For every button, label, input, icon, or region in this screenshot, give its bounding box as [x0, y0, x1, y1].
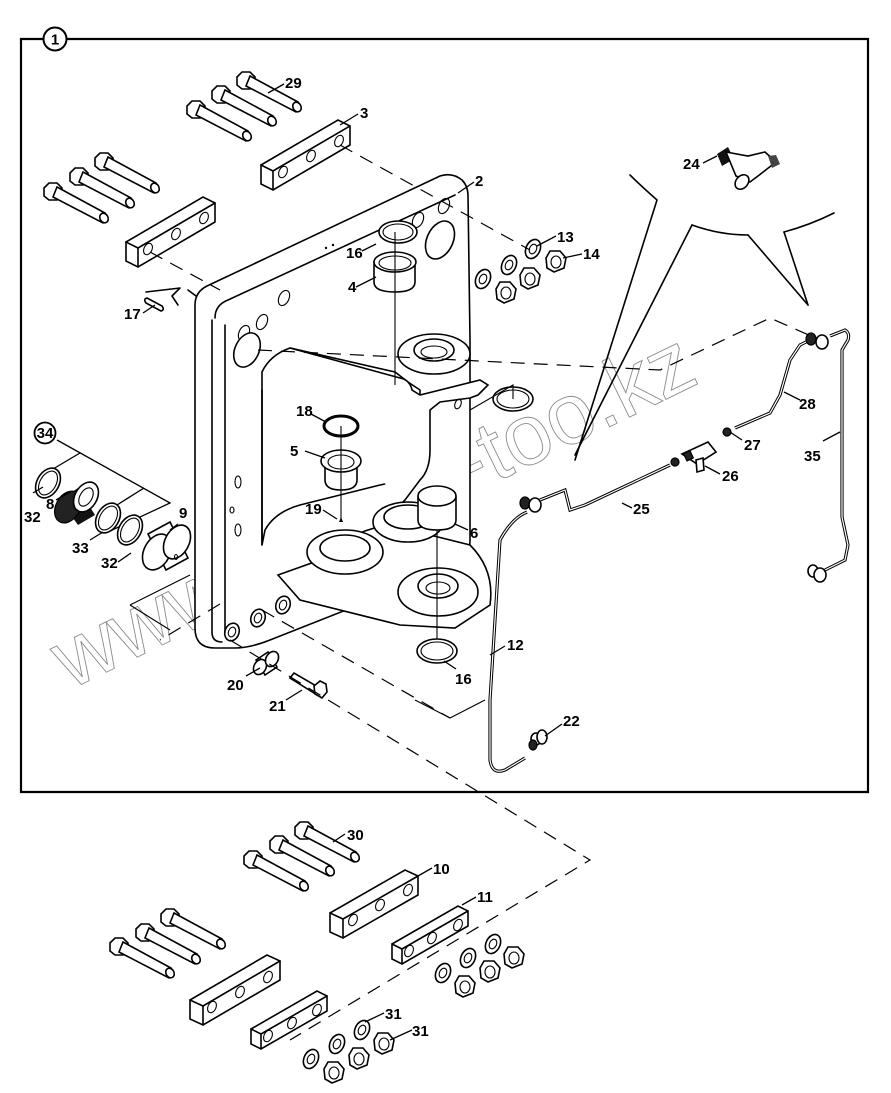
- callout-15: 14: [583, 246, 600, 263]
- callout-17: 17: [124, 306, 141, 323]
- callout-33: 33: [72, 540, 89, 557]
- callout-8: 8: [46, 496, 54, 513]
- ring-b: [116, 514, 144, 546]
- group-callout: 1: [51, 32, 59, 49]
- callout-16-lower: 16: [455, 671, 472, 688]
- callout-20: 20: [227, 677, 244, 694]
- washers-nuts-lower-left: [302, 1019, 395, 1084]
- callout-26: 26: [722, 468, 739, 485]
- callout-27: 27: [744, 437, 761, 454]
- group-frame: 1: [19, 26, 870, 794]
- clamp-plate-upper: [260, 119, 351, 191]
- callout-29: 30: [347, 827, 364, 844]
- callout-9: 9: [179, 505, 187, 522]
- callout-3: 3: [360, 105, 368, 122]
- cap-screws-lower-left: [109, 908, 227, 979]
- seal-ring-right: [469, 384, 534, 412]
- svg-text:34: 34: [37, 425, 54, 442]
- seal-ring-upper: [378, 220, 418, 385]
- roll-pin: [143, 287, 197, 312]
- cap-screws-lower-right: [243, 821, 361, 892]
- callout-32-b: 32: [101, 555, 118, 572]
- ring-a: [34, 467, 62, 499]
- grease-fitting: [339, 517, 343, 522]
- clamp-plate-lower-b: [391, 905, 469, 965]
- clamp-plate-lower-a: [329, 869, 419, 939]
- callout-31: 31: [412, 1023, 429, 1040]
- callout-28: 28: [799, 396, 816, 413]
- callout-13: 29: [285, 75, 302, 92]
- seal-pack: [53, 481, 100, 525]
- washers-nuts-lower-right: [434, 933, 525, 998]
- callout-6: 6: [470, 525, 478, 542]
- callout-21: 21: [269, 698, 286, 715]
- callout-30: 31: [385, 1006, 402, 1023]
- washers-nuts-upper: [474, 238, 567, 304]
- clamp-plate-lower-c: [189, 954, 281, 1026]
- pin-cap: [141, 520, 192, 572]
- ring-spacer: [94, 502, 122, 534]
- spacer: [252, 650, 280, 677]
- clamp-plate-upper-left: [125, 196, 216, 268]
- callout-10: 12: [507, 637, 524, 654]
- callout-25: 25: [633, 501, 650, 518]
- clamp-plate-lower-d: [250, 990, 328, 1050]
- bushing-center: [320, 426, 362, 522]
- callout-32-a: 32: [24, 509, 41, 526]
- cap-screws-upper-left: [43, 152, 161, 224]
- callout-16-upper: 16: [346, 245, 363, 262]
- callout-35: 35: [804, 448, 821, 465]
- leader-lines: [32, 83, 841, 1041]
- callout-18: 18: [296, 403, 313, 420]
- cap-screws-upper-right: [186, 71, 303, 142]
- detail-pointer: [574, 174, 835, 461]
- callout-19: 19: [305, 501, 322, 518]
- callout-24: 24: [683, 156, 700, 173]
- tee-fitting: [680, 441, 718, 474]
- callout-4: 4: [348, 279, 357, 296]
- lube-lines: [488, 328, 851, 773]
- callout-2: 2: [475, 173, 483, 190]
- seal-ring-lower: [416, 638, 458, 664]
- tee-fitting-detail: [717, 147, 780, 191]
- bracket-frame: [194, 173, 492, 649]
- callout-5: 5: [290, 443, 298, 460]
- callout-11: 10: [433, 861, 450, 878]
- callout-14: 13: [557, 229, 574, 246]
- callout-22: 22: [563, 713, 580, 730]
- callout-12: 11: [477, 889, 493, 906]
- callout-labels: 29 3 2 13 14 16 4 17 18 5 19 6 12 16 20 …: [24, 75, 821, 1040]
- assembly-lines: [129, 144, 821, 1041]
